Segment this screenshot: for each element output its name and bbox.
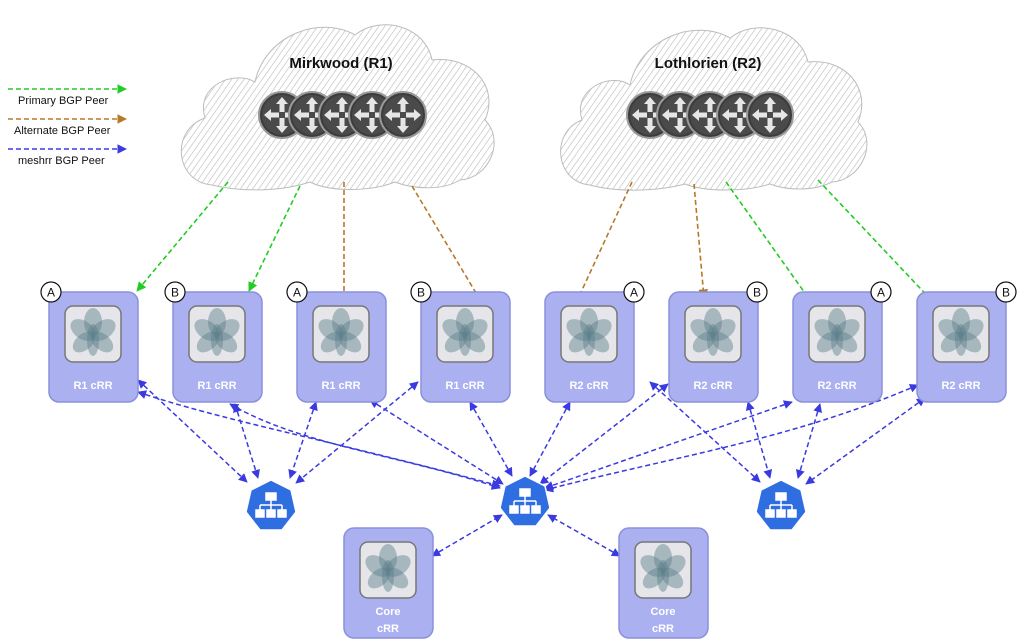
node-badge: A (293, 286, 301, 300)
meshrr-peer-arrow (649, 381, 761, 483)
cloud-r1-title: Mirkwood (R1) (289, 55, 392, 72)
crpd-logo-icon (634, 541, 692, 599)
meshrr-peer-arrow (233, 403, 260, 479)
badge-circle (40, 281, 62, 303)
crpd-logo-icon (932, 305, 990, 363)
crpd-logo-icon (188, 305, 246, 363)
meshrr-peer-arrow (229, 403, 501, 490)
alternate-peer-arrows (339, 181, 709, 304)
badge-circle (995, 281, 1017, 303)
badge-circle (410, 281, 432, 303)
crpd-logo-icon (808, 305, 866, 363)
alternate-peer-arrow (693, 183, 709, 299)
alternate-peer-arrow (575, 181, 633, 304)
node-label: R2 cRR (941, 380, 980, 392)
node-badge: B (171, 286, 179, 300)
node-badge: A (47, 286, 55, 300)
node-2[interactable]: R1 cRR A (286, 281, 387, 403)
node-label: R2 cRR (693, 380, 732, 392)
node-3[interactable]: R1 cRR B (410, 281, 511, 403)
meshrr-peer-arrow (544, 400, 793, 490)
cloud-r1: Mirkwood (R1) (181, 24, 495, 191)
meshrr-peer-arrows (137, 379, 926, 557)
primary-peer-arrows (136, 179, 936, 305)
crpd-logo-icon (436, 305, 494, 363)
router-group-r2 (626, 91, 794, 139)
crpd-logo-icon (684, 305, 742, 363)
node-label: R2 cRR (569, 380, 608, 392)
node-1[interactable]: R1 cRR B (164, 281, 263, 403)
node-badge: B (753, 286, 761, 300)
badge-circle (746, 281, 768, 303)
kubernetes-service-icon[interactable] (499, 475, 551, 527)
badge-circle (870, 281, 892, 303)
meshrr-peer-arrow (288, 401, 318, 479)
badge-circle (164, 281, 186, 303)
meshrr-peer-arrow (795, 403, 823, 479)
node-label: R1 cRR (445, 380, 484, 392)
kubernetes-service-icon[interactable] (755, 479, 807, 531)
badge-circle (286, 281, 308, 303)
meshrr-peer-arrow (469, 401, 513, 477)
core-node-label-line1: Core (650, 606, 675, 618)
alternate-peer-arrow (411, 185, 483, 304)
meshrr-peer-arrow (369, 399, 504, 485)
node-7[interactable]: R2 cRR B (916, 281, 1017, 403)
legend: Primary BGP Peer Alternate BGP Peer mesh… (8, 84, 127, 167)
node-6[interactable]: R2 cRR A (792, 281, 892, 403)
core-node-label-line2: cRR (377, 623, 399, 635)
core-node-0[interactable]: Core cRR (343, 527, 434, 639)
primary-peer-arrow (725, 181, 813, 304)
crpd-logo-icon (64, 305, 122, 363)
node-badge: A (877, 286, 885, 300)
crpd-logo-icon (560, 305, 618, 363)
node-badge: B (1002, 286, 1010, 300)
node-label: R2 cRR (817, 380, 856, 392)
legend-alternate-label: Alternate BGP Peer (14, 125, 111, 137)
core-node-label-line1: Core (375, 606, 400, 618)
kubernetes-service-icon[interactable] (245, 479, 297, 531)
legend-primary-label: Primary BGP Peer (18, 95, 109, 107)
primary-peer-arrow (817, 179, 936, 305)
node-5[interactable]: R2 cRR B (668, 281, 768, 403)
meshrr-peer-arrow (805, 397, 926, 485)
crpd-logo-icon (359, 541, 417, 599)
crpd-logo-icon (312, 305, 370, 363)
node-4[interactable]: R2 cRR A (544, 281, 645, 403)
router-icon (379, 91, 427, 139)
node-badge: A (630, 286, 638, 300)
primary-peer-arrow (136, 181, 229, 292)
node-0[interactable]: R1 cRR A (40, 281, 139, 403)
core-node-1[interactable]: Core cRR (618, 527, 709, 639)
badge-circle (623, 281, 645, 303)
cloud-r2: Lothlorien (R2) (560, 27, 868, 191)
node-label: R1 cRR (321, 380, 360, 392)
meshrr-peer-arrow (547, 514, 621, 557)
cloud-r2-title: Lothlorien (R2) (655, 55, 762, 72)
node-label: R1 cRR (73, 380, 112, 392)
meshrr-peer-arrow (745, 401, 773, 479)
legend-meshrr-label: meshrr BGP Peer (18, 155, 105, 167)
meshrr-peer-arrow (431, 514, 503, 557)
router-group-r1 (258, 91, 427, 139)
router-icon (746, 91, 794, 139)
node-label: R1 cRR (197, 380, 236, 392)
node-badge: B (417, 286, 425, 300)
primary-peer-arrow (248, 185, 301, 292)
core-node-label-line2: cRR (652, 623, 674, 635)
